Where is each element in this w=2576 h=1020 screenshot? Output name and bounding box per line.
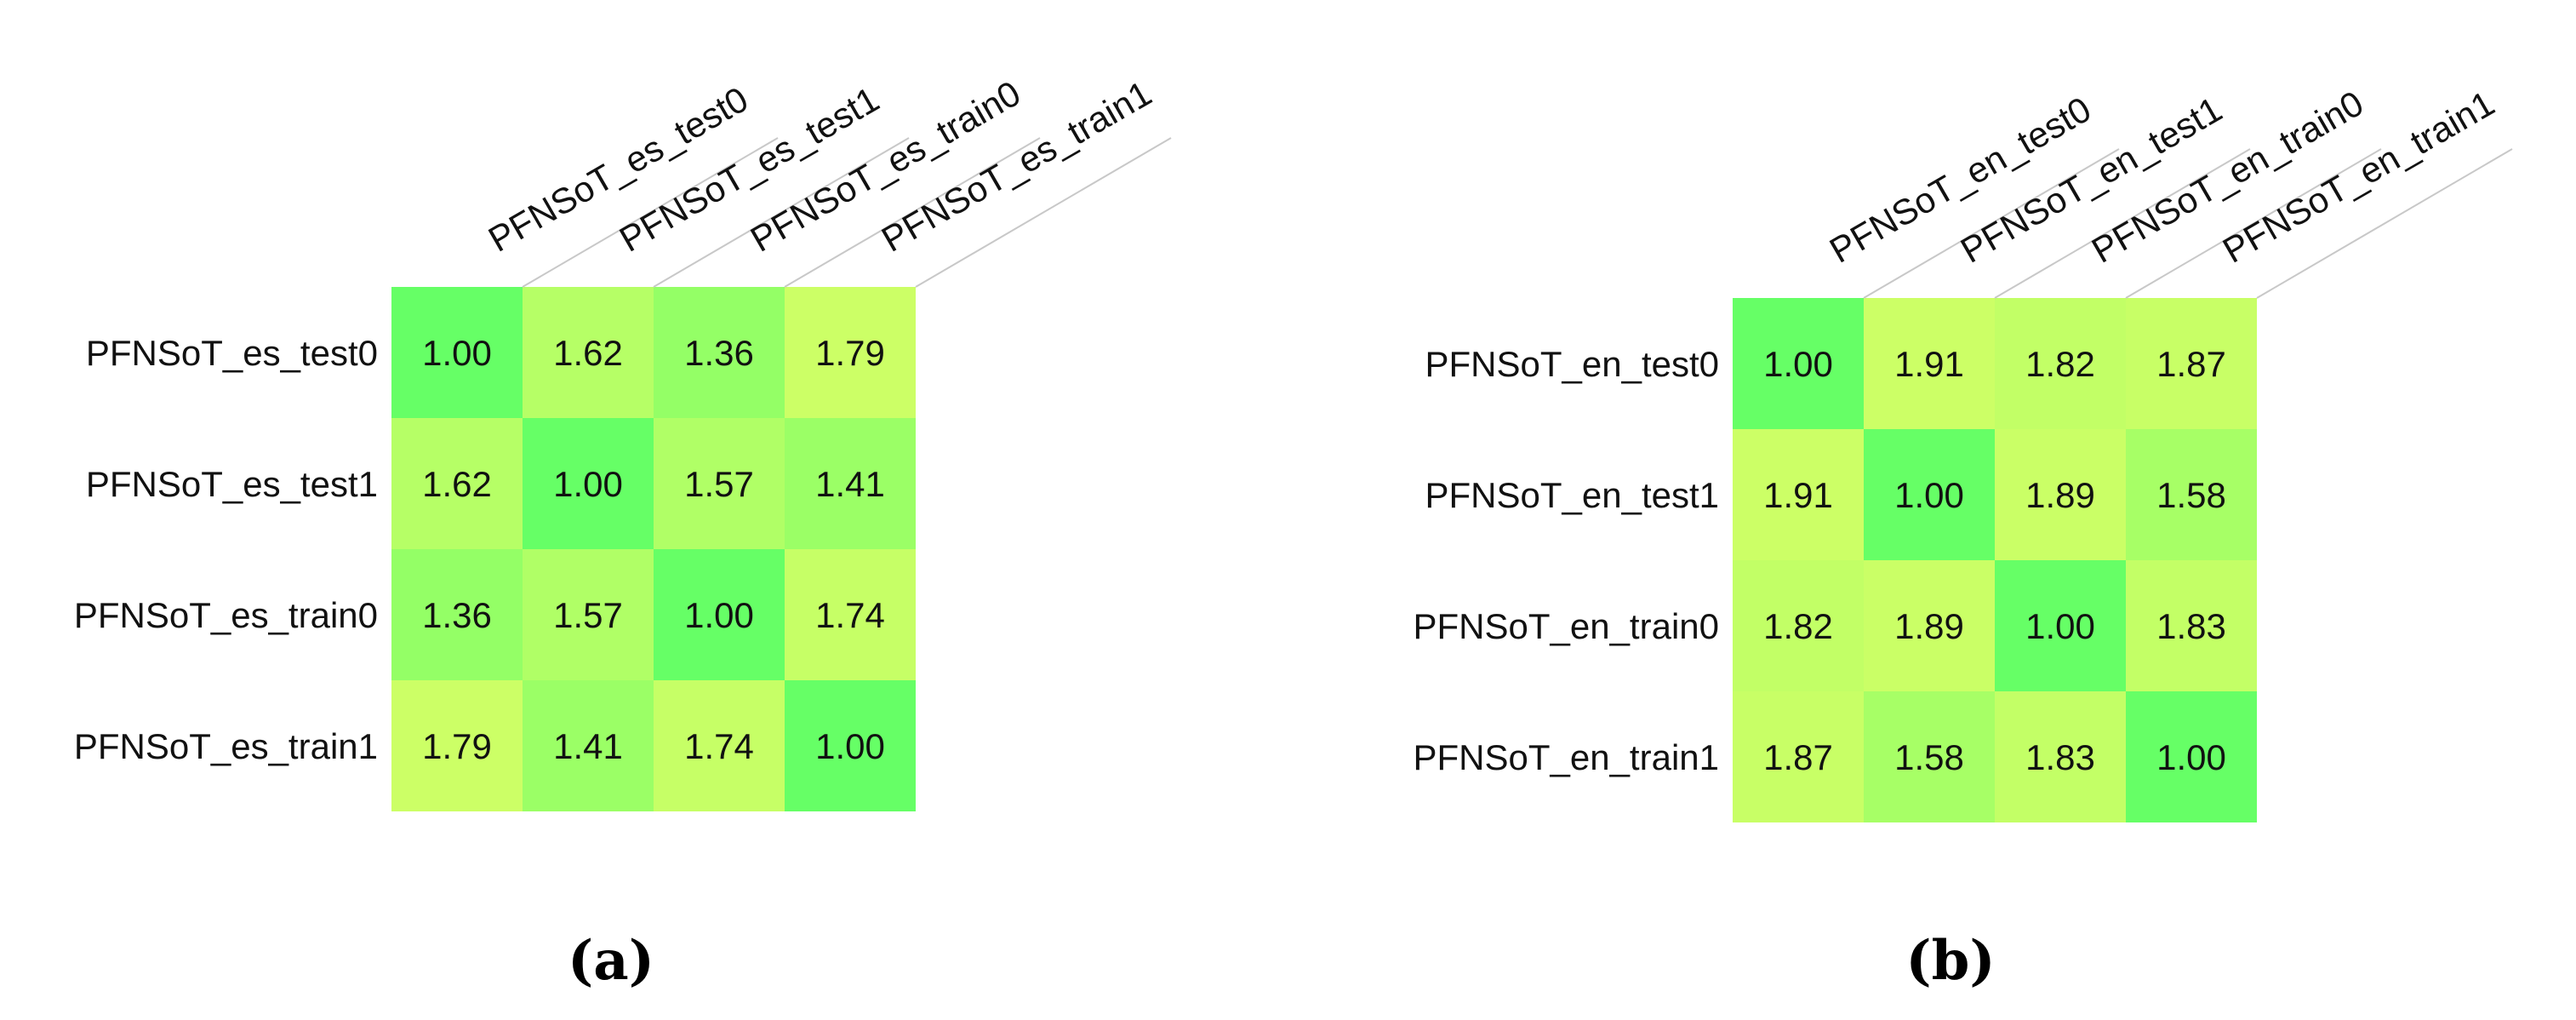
cell-value-label: 1.00 (2156, 737, 2226, 777)
cell-value-label: 1.36 (684, 333, 754, 373)
cell-value-label: 1.00 (2025, 606, 2095, 646)
heatmap-cell (1995, 691, 2126, 822)
row-label: PFNSoT_es_train1 (74, 726, 378, 766)
heatmap-cell (523, 549, 654, 680)
panel-caption: (b) (1905, 929, 1995, 993)
cell-value-label: 1.00 (815, 726, 885, 766)
cell-value-label: 1.91 (1894, 344, 1964, 384)
cell-value-label: 1.82 (1763, 606, 1833, 646)
column-leader-line (784, 137, 1041, 288)
heatmap-cell (1733, 691, 1864, 822)
cell-value-label: 1.79 (815, 333, 885, 373)
cell-value-label: 1.00 (553, 464, 623, 504)
heatmap-cell (1864, 429, 1995, 560)
cell-value-label: 1.83 (2025, 737, 2095, 777)
cell-value-label: 1.91 (1763, 475, 1833, 515)
heatmap-cell (785, 549, 916, 680)
heatmap-cell (391, 418, 523, 549)
column-leader-line (1863, 148, 2120, 299)
row-label: PFNSoT_es_train0 (74, 595, 378, 635)
panel-caption: (a) (568, 929, 654, 993)
row-label: PFNSoT_en_test0 (1425, 344, 1719, 384)
row-label: PFNSoT_es_test0 (86, 333, 378, 373)
column-leader-line (2256, 148, 2513, 299)
column-leader-line (915, 137, 1172, 288)
heatmap-cell (523, 680, 654, 811)
cell-value-label: 1.00 (1763, 344, 1833, 384)
row-label: PFNSoT_es_test1 (86, 464, 378, 504)
column-leader-line (522, 137, 779, 288)
cell-value-label: 1.89 (1894, 606, 1964, 646)
heatmap-cell (1733, 560, 1864, 691)
heatmap-cell (391, 680, 523, 811)
row-label: PFNSoT_en_test1 (1425, 475, 1719, 515)
heatmap-cell (1864, 560, 1995, 691)
heatmap-cell (654, 287, 785, 418)
heatmap-panel-a: 1.00 1.62 1.36 1.79 1.62 1.00 1.57 1.41 1.36 1.57… (74, 73, 1172, 993)
column-leader-line (2125, 148, 2382, 299)
heatmap-cell (654, 680, 785, 811)
heatmap-cell (1864, 298, 1995, 429)
heatmap-cell (1995, 298, 2126, 429)
heatmap-cell (1995, 560, 2126, 691)
cell-value-label: 1.41 (815, 464, 885, 504)
heatmap-cell (1864, 691, 1995, 822)
column-leader-line (1994, 148, 2251, 299)
cell-value-label: 1.74 (815, 595, 885, 635)
heatmap-cell (2126, 560, 2257, 691)
cell-value-label: 1.57 (684, 464, 754, 504)
cell-value-label: 1.00 (684, 595, 754, 635)
cell-value-label: 1.62 (422, 464, 492, 504)
heatmap-cell (523, 418, 654, 549)
cell-value-label: 1.58 (1894, 737, 1964, 777)
cell-value-label: 1.82 (2025, 344, 2095, 384)
cell-value-label: 1.00 (422, 333, 492, 373)
row-label: PFNSoT_en_train1 (1413, 737, 1719, 777)
heatmap-cell (523, 287, 654, 418)
cell-value-label: 1.87 (2156, 344, 2226, 384)
column-leader-line (653, 137, 910, 288)
cell-value-label: 1.00 (1894, 475, 1964, 515)
cell-value-label: 1.57 (553, 595, 623, 635)
heatmap-cell (2126, 298, 2257, 429)
cell-value-label: 1.83 (2156, 606, 2226, 646)
heatmap-cell (391, 549, 523, 680)
heatmap-cell (2126, 691, 2257, 822)
row-label: PFNSoT_en_train0 (1413, 606, 1719, 646)
cell-value-label: 1.87 (1763, 737, 1833, 777)
heatmap-cell (1995, 429, 2126, 560)
heatmap-cell (654, 549, 785, 680)
cell-value-label: 1.62 (553, 333, 623, 373)
heatmap-cell (2126, 429, 2257, 560)
heatmap-cell (654, 418, 785, 549)
cell-value-label: 1.74 (684, 726, 754, 766)
heatmap-cell (785, 287, 916, 418)
heatmap-panel-b: 1.00 1.91 1.82 1.87 1.91 1.00 1.89 1.58 1.82 1.89… (1413, 83, 2513, 993)
cell-value-label: 1.58 (2156, 475, 2226, 515)
cell-value-label: 1.79 (422, 726, 492, 766)
heatmap-cell (785, 418, 916, 549)
heatmap-cell (391, 287, 523, 418)
heatmap-cell (1733, 429, 1864, 560)
cell-value-label: 1.36 (422, 595, 492, 635)
cell-value-label: 1.41 (553, 726, 623, 766)
heatmap-cell (785, 680, 916, 811)
cell-value-label: 1.89 (2025, 475, 2095, 515)
heatmap-cell (1733, 298, 1864, 429)
